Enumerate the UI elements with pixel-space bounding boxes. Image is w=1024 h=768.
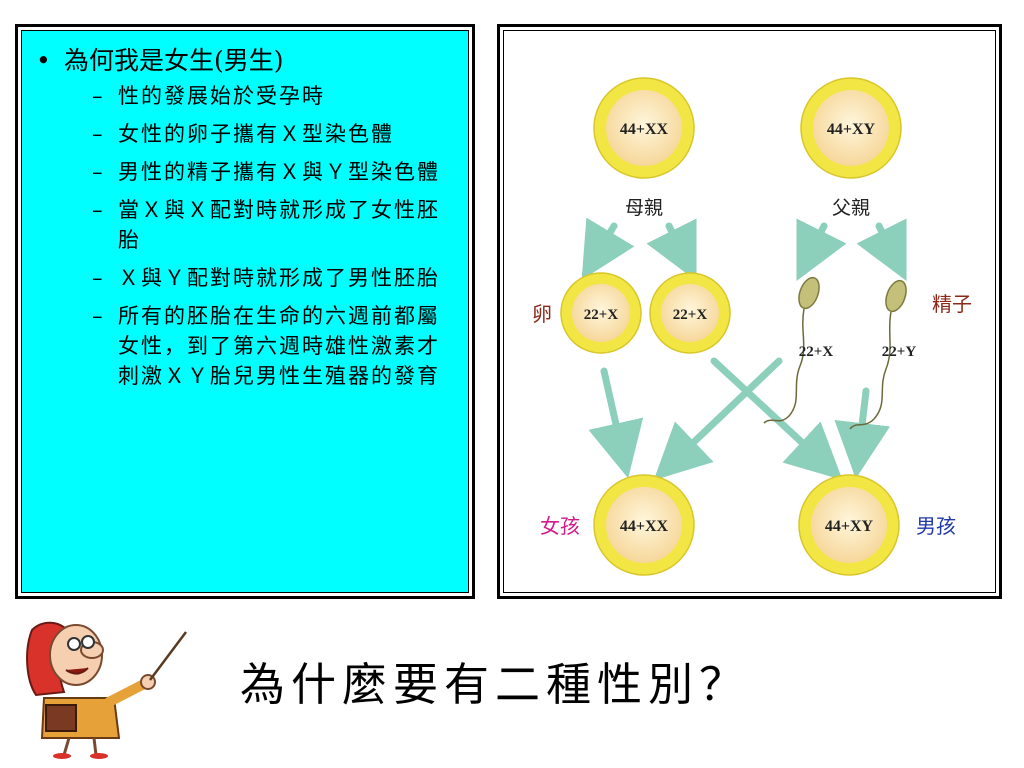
arrow [646,218,697,282]
sub-point-text: 當Ｘ與Ｘ配對時就形成了女性胚胎 [118,198,440,252]
egg-cell: 22+X [560,272,642,354]
sub-point: –Ｘ與Ｙ配對時就形成了男性胚胎 [92,263,456,293]
sperm-y-label: 22+Y [882,344,917,360]
egg-label: 卵 [532,302,552,326]
sperm-x: 22+X [763,276,834,424]
egg-cell-label: 22+X [584,307,619,323]
girl-label: 女孩 [540,514,580,538]
mother-label: 母親 [625,197,663,219]
sub-point: –所有的胚胎在生命的六週前都屬女性，到了第六週時雄性激素才刺激ＸＹ胎兒男性生殖器… [92,301,456,391]
girl-cell-label: 44+XX [620,518,669,535]
boy-label: 男孩 [916,514,956,538]
diagram-inner: 44+XX 44+XY 母親 父親 卵 22+X 22+X [503,30,996,593]
sperm-y: 22+Y [849,279,917,430]
sperm-label: 精子 [932,292,972,316]
arrow [653,357,783,481]
sub-point-text: 所有的胚胎在生命的六週前都屬女性，到了第六週時雄性激素才刺激ＸＹ胎兒男性生殖器的… [118,304,440,388]
sub-point: –男性的精子攜有Ｘ與Ｙ型染色體 [92,157,456,187]
egg-cell-label: 22+X [673,307,708,323]
father-cell: 44+XY [800,77,902,179]
bullet-dot: • [36,46,51,75]
text-panel: • 為何我是女生(男生) –性的發展始於受孕時 –女性的卵子攜有Ｘ型染色體 –男… [15,24,475,599]
panel-heading: 為何我是女生(男生) [64,46,284,75]
sub-point: –女性的卵子攜有Ｘ型染色體 [92,119,456,149]
father-cell-label: 44+XY [827,121,876,138]
arrow [834,387,891,479]
sub-point-text: 性的發展始於受孕時 [118,84,325,108]
sub-point-list: –性的發展始於受孕時 –女性的卵子攜有Ｘ型染色體 –男性的精子攜有Ｘ與Ｙ型染色體… [36,81,456,391]
arrows [581,217,907,481]
sub-point-text: Ｘ與Ｙ配對時就形成了男性胚胎 [118,266,440,290]
arrow [710,357,843,481]
arrow [796,218,847,282]
sub-point-text: 男性的精子攜有Ｘ與Ｙ型染色體 [118,160,440,184]
text-panel-inner: • 為何我是女生(男生) –性的發展始於受孕時 –女性的卵子攜有Ｘ型染色體 –男… [21,30,469,593]
egg-cell: 22+X [649,272,731,354]
arrow [856,218,907,282]
teacher-pointing-icon [26,621,187,759]
sub-point-text: 女性的卵子攜有Ｘ型染色體 [118,122,394,146]
arrow [581,217,635,281]
sperm-x-label: 22+X [799,344,834,360]
diagram-frame: 44+XX 44+XY 母親 父親 卵 22+X 22+X [497,24,1002,599]
boy-cell-label: 44+XY [825,518,874,535]
inheritance-diagram: 44+XX 44+XY 母親 父親 卵 22+X 22+X [532,77,972,576]
mother-cell-label: 44+XX [620,121,669,138]
mother-cell: 44+XX [593,77,695,179]
main-bullet: • 為何我是女生(男生) [36,45,456,77]
sub-point: –當Ｘ與Ｘ配對時就形成了女性胚胎 [92,195,456,255]
arrow [588,367,644,479]
boy-cell: 44+XY [798,474,900,576]
father-label: 父親 [832,197,870,219]
girl-cell: 44+XX [593,474,695,576]
sub-point: –性的發展始於受孕時 [92,81,456,111]
question-text: 為什麼要有二種性別？ [240,658,751,711]
